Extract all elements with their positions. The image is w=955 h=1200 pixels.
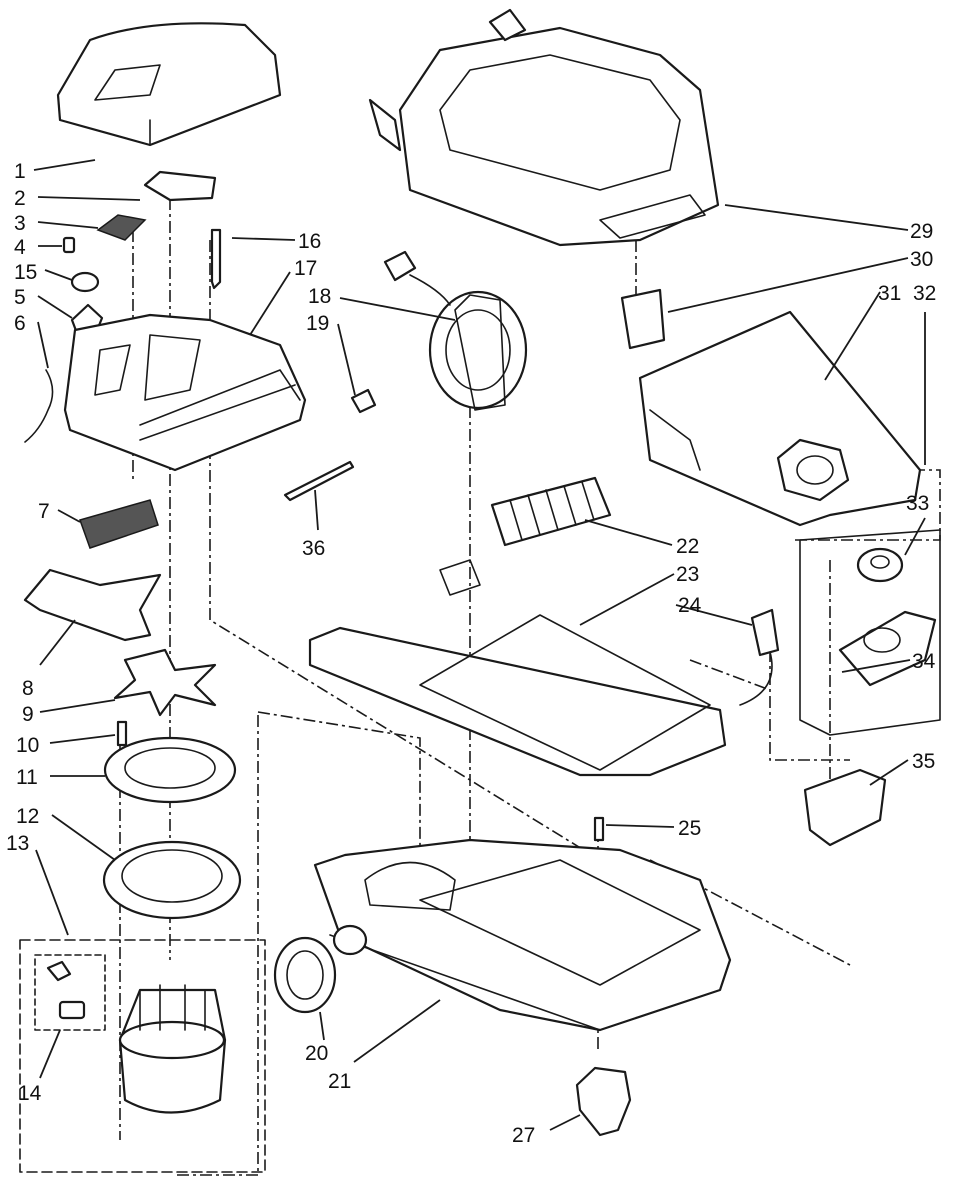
callout-4: 4	[14, 236, 26, 259]
callout-5: 5	[14, 286, 26, 309]
callout-16: 16	[298, 230, 321, 253]
callout-33: 33	[906, 492, 929, 515]
callout-8: 8	[22, 677, 34, 700]
callout-3: 3	[14, 212, 26, 235]
callout-23: 23	[676, 563, 699, 586]
wheel-part	[273, 936, 337, 1014]
callout-21: 21	[328, 1070, 351, 1093]
callout-32: 32	[913, 282, 936, 305]
base-part	[313, 838, 732, 1032]
switch-part	[96, 214, 147, 241]
latch-part	[620, 288, 666, 350]
callout-27: 27	[512, 1124, 535, 1147]
screw-part-16	[210, 228, 222, 290]
connector-part	[739, 608, 780, 706]
frame-part	[308, 559, 727, 777]
leader-lines	[33, 159, 926, 1131]
screw-part-25	[593, 816, 605, 842]
callout-12: 12	[16, 805, 39, 828]
callout-13: 13	[6, 832, 29, 855]
callout-29: 29	[910, 220, 933, 243]
callout-22: 22	[676, 535, 699, 558]
baffle-plate-part	[23, 568, 162, 642]
callout-15: 15	[14, 261, 37, 284]
caster-part	[575, 1066, 632, 1137]
callout-20: 20	[305, 1042, 328, 1065]
ring-part-11	[103, 736, 237, 804]
callout-1: 1	[14, 160, 26, 183]
motor-assembly-part	[19, 939, 266, 1173]
grille-part	[490, 476, 612, 547]
callout-24: 24	[678, 594, 702, 617]
dust-bag-part	[638, 310, 922, 527]
top-cover-part	[368, 8, 720, 247]
callout-31: 31	[878, 282, 901, 305]
callout-2: 2	[14, 187, 26, 210]
ring-part-12	[102, 840, 242, 920]
callout-34: 34	[912, 650, 936, 673]
callout-10: 10	[16, 734, 39, 757]
callout-35: 35	[912, 750, 935, 773]
rod-part	[283, 460, 355, 502]
bracket-part	[143, 170, 217, 202]
callout-18: 18	[308, 285, 331, 308]
filter-part	[79, 499, 159, 549]
screw-part-10	[116, 720, 128, 747]
callout-11: 11	[16, 766, 38, 789]
callout-6: 6	[14, 312, 26, 335]
callout-7: 7	[38, 500, 50, 523]
callout-labels: 1 2 3 4 15 5 6 7 8 9 10 11 12 13 14 16 1…	[6, 160, 936, 1147]
plug-cap-part	[350, 388, 377, 414]
callout-25: 25	[678, 817, 701, 840]
callout-17: 17	[294, 257, 317, 280]
fan-part	[113, 648, 217, 717]
callout-19: 19	[306, 312, 329, 335]
cord-reel-part	[383, 250, 528, 411]
bag-holder-part	[838, 610, 937, 687]
hood-cover-part	[56, 22, 282, 147]
latch-bracket-part	[803, 768, 887, 847]
gasket-part	[856, 547, 904, 583]
callout-36: 36	[302, 537, 325, 560]
callout-30: 30	[910, 248, 933, 271]
upper-housing-part	[63, 313, 307, 472]
callout-9: 9	[22, 703, 34, 726]
callout-14: 14	[18, 1082, 42, 1105]
